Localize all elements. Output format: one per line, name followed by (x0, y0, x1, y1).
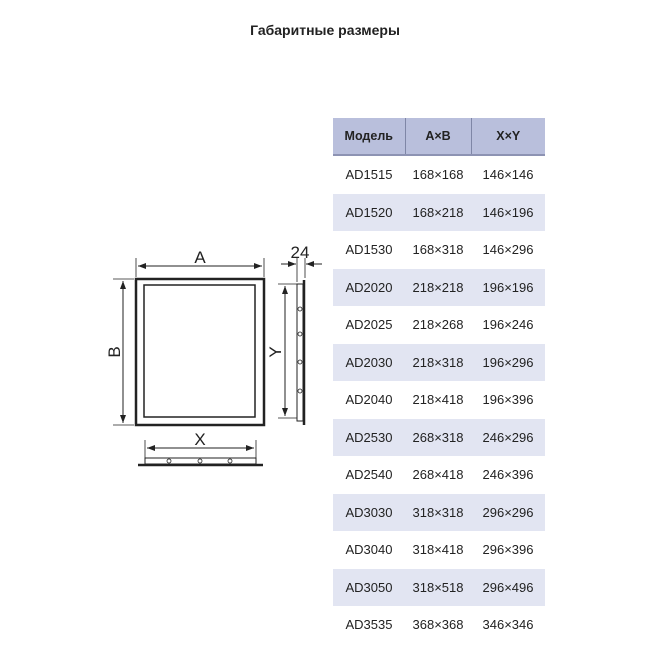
table-row: AD1515 168×168 146×146 (333, 155, 545, 194)
header-ab: A×B (404, 118, 471, 156)
cell-model: AD2530 (333, 418, 405, 456)
cell-model: AD1520 (333, 193, 405, 231)
table-row: AD3535 368×368 346×346 (333, 606, 545, 644)
cell-ab: 168×168 (412, 167, 464, 183)
table-row: AD3040 318×418 296×396 (333, 531, 545, 569)
cell-model: AD3050 (333, 568, 405, 606)
cell-model: AD3535 (345, 617, 393, 633)
cell-xy: 246×396 (482, 467, 534, 483)
table-row: AD2040 218×418 196×396 (333, 381, 545, 419)
cell-ab: 318×318 (405, 493, 471, 531)
label-depth: 24 (291, 243, 310, 262)
table-row: AD1530 168×318 146×296 (333, 231, 545, 269)
label-y: Y (266, 346, 285, 357)
label-b: B (105, 346, 124, 357)
label-x: X (194, 430, 205, 449)
cell-ab: 218×318 (405, 343, 471, 381)
table-row: AD2025 218×268 196×246 (333, 306, 545, 344)
cell-model: AD1530 (345, 242, 393, 258)
cell-xy: 246×296 (471, 418, 545, 456)
cell-model: AD2025 (345, 317, 393, 333)
cell-ab: 318×418 (412, 542, 464, 558)
cell-ab: 268×318 (405, 418, 471, 456)
cell-xy: 146×196 (471, 193, 545, 231)
cell-ab: 318×518 (405, 568, 471, 606)
page-title: Габаритные размеры (250, 22, 400, 38)
cell-model: AD2020 (333, 268, 405, 306)
cell-ab: 168×218 (405, 193, 471, 231)
cell-ab: 268×418 (412, 467, 464, 483)
cell-xy: 196×246 (482, 317, 534, 333)
cell-ab: 368×368 (412, 617, 464, 633)
cell-ab: 218×218 (405, 268, 471, 306)
cell-xy: 296×396 (482, 542, 534, 558)
cell-model: AD2040 (345, 392, 393, 408)
header-xy: X×Y (470, 118, 545, 156)
frame-outer (134, 277, 266, 427)
cell-ab: 218×418 (412, 392, 464, 408)
cell-model: AD2540 (345, 467, 393, 483)
label-a: A (194, 248, 206, 267)
cell-xy: 296×296 (471, 493, 545, 531)
cell-ab: 168×318 (412, 242, 464, 258)
cell-model: AD1515 (345, 167, 393, 183)
cell-xy: 196×296 (471, 343, 545, 381)
cell-model: AD3040 (345, 542, 393, 558)
cell-model: AD3030 (333, 493, 405, 531)
cell-xy: 346×346 (482, 617, 534, 633)
cell-xy: 196×196 (471, 268, 545, 306)
cell-ab: 218×268 (412, 317, 464, 333)
header-model: Модель (333, 118, 405, 156)
cell-xy: 146×296 (482, 242, 534, 258)
frame-inner (143, 284, 256, 418)
cell-model: AD2030 (333, 343, 405, 381)
cell-xy: 296×496 (471, 568, 545, 606)
table-row: AD2540 268×418 246×396 (333, 456, 545, 494)
cell-xy: 146×146 (482, 167, 534, 183)
cell-xy: 196×396 (482, 392, 534, 408)
